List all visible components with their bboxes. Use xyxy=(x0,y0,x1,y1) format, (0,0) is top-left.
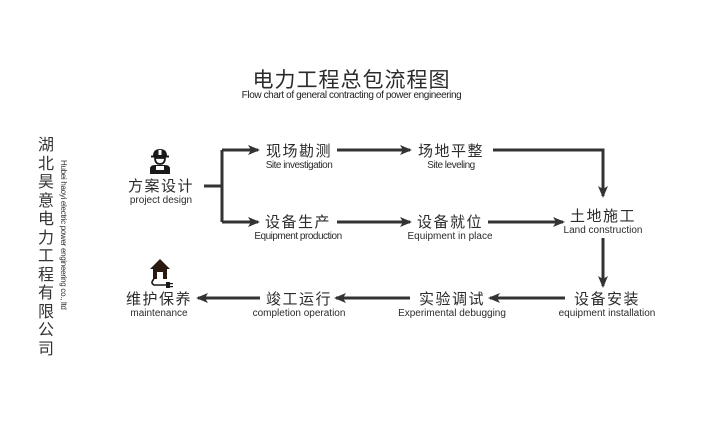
node-label-en: Equipment in place xyxy=(407,231,493,242)
node-equipment-installation: 设备安装 equipment installation xyxy=(546,290,668,320)
node-site-leveling: 场地平整 Site leveling xyxy=(410,142,492,172)
node-project-design: 方案设计 project design xyxy=(118,177,204,207)
node-label-en: maintenance xyxy=(130,308,188,319)
house-plug-icon xyxy=(150,259,173,288)
worker-helmet-icon xyxy=(150,149,170,174)
node-label-cn: 竣工运行 xyxy=(265,290,332,308)
node-label-en: Experimental debugging xyxy=(398,308,506,319)
node-site-investigation: 现场勘测 Site investigation xyxy=(258,142,340,172)
page-subtitle: Flow chart of general contracting of pow… xyxy=(241,90,462,101)
node-label-cn: 场地平整 xyxy=(417,142,484,160)
node-label-cn: 方案设计 xyxy=(127,177,194,195)
node-label-cn: 土地施工 xyxy=(569,207,636,225)
node-completion-operation: 竣工运行 completion operation xyxy=(240,290,358,320)
node-label-cn: 实验调试 xyxy=(418,290,485,308)
node-label-en: completion operation xyxy=(252,308,346,319)
node-label-en: equipment installation xyxy=(558,308,656,319)
node-land-construction: 土地施工 Land construction xyxy=(560,207,646,237)
node-equipment-in-place: 设备就位 Equipment in place xyxy=(400,213,500,243)
arrow-site-leveling-to-land xyxy=(493,148,608,198)
node-label-en: Equipment production xyxy=(254,231,342,242)
node-experimental-debugging: 实验调试 Experimental debugging xyxy=(386,290,518,320)
node-label-cn: 设备安装 xyxy=(573,290,640,308)
page-title: 电力工程总包流程图 xyxy=(252,68,451,92)
company-name-cn: 湖北昊意电力工程有限公司 xyxy=(37,135,54,358)
node-label-en: Site investigation xyxy=(265,160,333,171)
node-label-en: Land construction xyxy=(563,225,643,236)
node-label-cn: 设备就位 xyxy=(416,213,483,231)
node-label-cn: 现场勘测 xyxy=(265,142,332,160)
node-label-cn: 设备生产 xyxy=(264,213,331,231)
node-label-en: Site leveling xyxy=(427,160,475,171)
node-label-cn: 维护保养 xyxy=(125,290,192,308)
node-maintenance: 维护保养 maintenance xyxy=(120,290,198,320)
node-equipment-production: 设备生产 Equipment production xyxy=(250,213,346,243)
node-label-en: project design xyxy=(129,195,193,206)
